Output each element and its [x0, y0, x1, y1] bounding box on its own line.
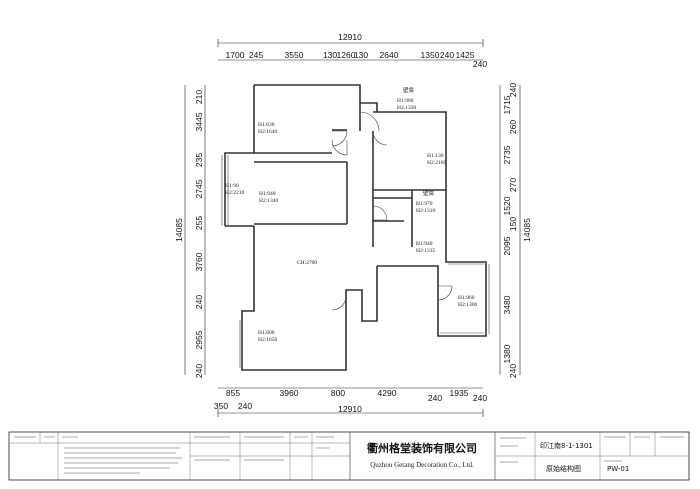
- room1-h1: H1:630: [258, 122, 275, 128]
- room7-h1: H1:940: [416, 241, 433, 247]
- bottom-row2-dim-4: 240: [473, 393, 487, 403]
- right-dim-2: 1715: [502, 95, 512, 114]
- room6-tag: 壁龛: [423, 189, 435, 197]
- title-block: 衢州格堂装饰有限公司 Quzhou Getang Decoration Co.,…: [8, 431, 690, 481]
- room7-h2: H2:1335: [416, 248, 436, 254]
- bottom-dim-2: 3960: [280, 388, 299, 398]
- room4-h2: H2:1330: [397, 105, 417, 111]
- bottom-dimensions: 855 3960 800 4290 1935 350 240 240 240 1…: [214, 387, 487, 417]
- right-dim-9: 3480: [502, 295, 512, 314]
- left-dimensions: 14085 210 3445 235 2745 255 3760 240 295…: [174, 85, 206, 378]
- left-total-dim: 14085: [174, 218, 184, 242]
- ceiling-height: CH:2700: [297, 260, 317, 266]
- right-dim-3: 260: [508, 120, 518, 134]
- bottom-dim-4: 4290: [378, 388, 397, 398]
- right-dim-10: 1380: [502, 344, 512, 363]
- left-dim-3: 235: [194, 153, 204, 167]
- room5-h2: H2:2160: [427, 160, 447, 166]
- top-dim-3: 3550: [285, 50, 304, 60]
- top-dim-5: 1260: [337, 50, 356, 60]
- bottom-dim-1: 855: [226, 388, 240, 398]
- company-name-cn: 衢州格堂装饰有限公司: [367, 441, 477, 455]
- right-dim-6: 1520: [502, 196, 512, 215]
- drawing-name: 原始结构图: [546, 464, 581, 473]
- right-dim-1: 240: [508, 83, 518, 97]
- left-dim-8: 2955: [194, 330, 204, 349]
- top-dim-10: 1425: [456, 50, 475, 60]
- room4-h1: H1:980: [397, 98, 414, 104]
- project-name: 印江南8-1-1301: [540, 441, 593, 450]
- left-dim-1: 210: [194, 90, 204, 104]
- top-dim-4: 130: [323, 50, 337, 60]
- top-total-dim: 12910: [338, 32, 362, 42]
- room8-h1: H1:960: [458, 295, 475, 301]
- room3-h1: H1:90: [225, 183, 239, 189]
- bottom-dim-5: 1935: [450, 388, 469, 398]
- notes-scribble: [14, 436, 684, 474]
- top-dim-2: 245: [249, 50, 263, 60]
- top-dimensions: 12910 1700 245 3550 130 1260 130 2640 13…: [217, 32, 487, 69]
- left-dim-7: 240: [194, 295, 204, 309]
- bottom-row2-dim-3: 240: [428, 393, 442, 403]
- room1-h2: H2:1640: [258, 129, 278, 135]
- right-dim-7: 150: [508, 217, 518, 231]
- top-dim-right: 240: [473, 59, 487, 69]
- plan-walls: [221, 84, 490, 371]
- left-dim-4: 2745: [194, 179, 204, 198]
- room4-tag: 壁龛: [403, 86, 415, 94]
- right-dim-5: 270: [508, 178, 518, 192]
- room8-h2: H2:1300: [458, 302, 478, 308]
- top-dim-7: 2640: [380, 50, 399, 60]
- room6-h1: H1:970: [416, 201, 433, 207]
- bottom-row2-dim-1: 350: [214, 401, 228, 411]
- right-dimensions: 14085 240 1715 260 2735 270 1520 150 209…: [499, 83, 532, 378]
- top-dim-9: 240: [440, 50, 454, 60]
- bottom-dim-3: 800: [331, 388, 345, 398]
- right-dim-8: 2095: [502, 236, 512, 255]
- room-labels: H1:630 H2:1640 H1:940 H2:1340 H1:90 H2:2…: [225, 86, 478, 343]
- room9-h2: H2:1650: [258, 337, 278, 343]
- door-swings: [331, 111, 453, 311]
- right-total-dim: 14085: [522, 218, 532, 242]
- left-dim-2: 3445: [194, 112, 204, 131]
- top-dim-8: 1350: [421, 50, 440, 60]
- right-dim-11: 240: [508, 364, 518, 378]
- top-dim-6: 130: [354, 50, 368, 60]
- right-dim-4: 2735: [502, 145, 512, 164]
- room2-h1: H1:940: [259, 191, 276, 197]
- top-dim-1: 1700: [226, 50, 245, 60]
- left-dim-9: 240: [194, 364, 204, 378]
- room5-h1: H1:130: [427, 153, 444, 159]
- room6-h2: H2:1310: [416, 208, 436, 214]
- left-dim-6: 3760: [194, 252, 204, 271]
- drawing-number: PW-01: [607, 465, 629, 473]
- room9-h1: H1:600: [258, 330, 275, 336]
- bottom-total-dim: 12910: [338, 404, 362, 414]
- company-name-en: Quzhou Getang Decoration Co., Ltd.: [370, 461, 474, 469]
- left-dim-5: 255: [194, 216, 204, 230]
- bottom-row2-dim-2: 240: [238, 401, 252, 411]
- room2-h2: H2:1340: [259, 198, 279, 204]
- room3-h2: H2:2210: [225, 190, 245, 196]
